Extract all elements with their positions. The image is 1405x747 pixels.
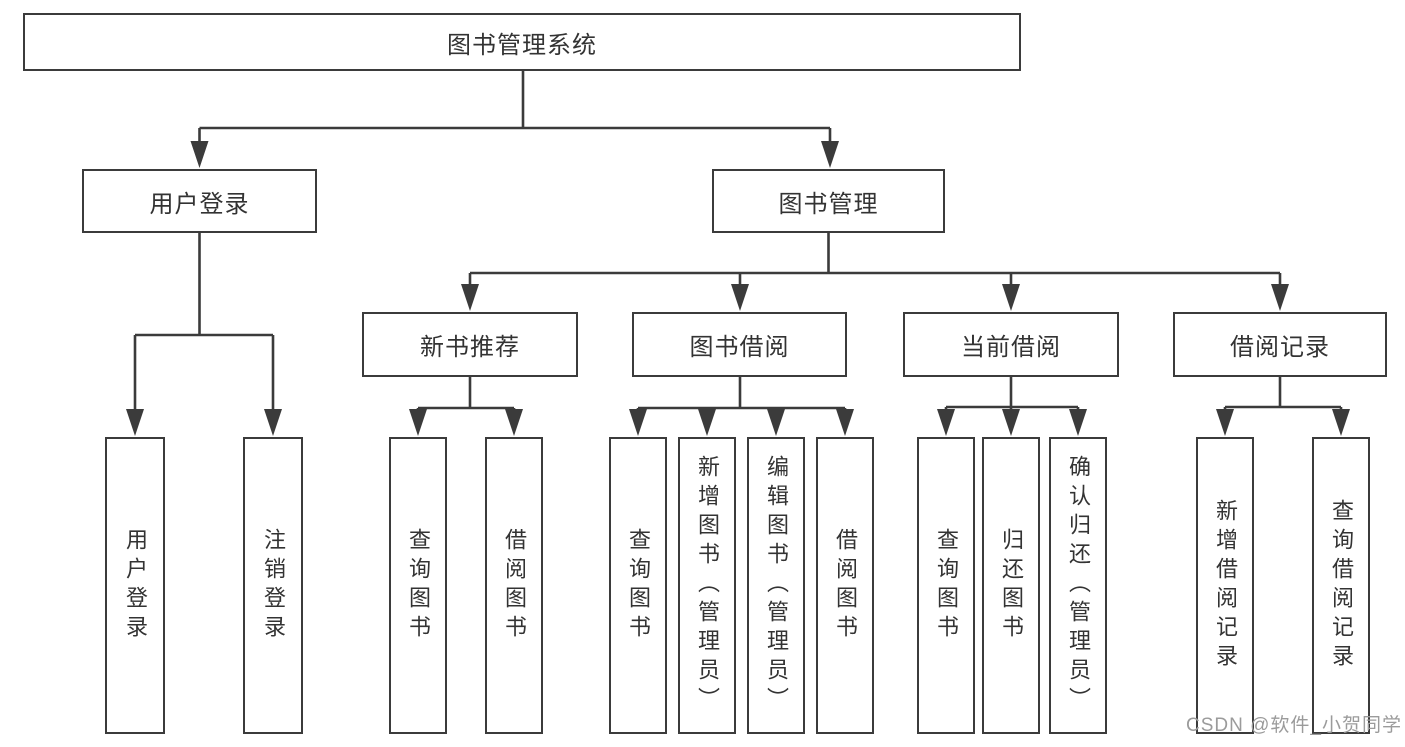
leaf-query-books-borrow-label: 查询图书 xyxy=(626,527,651,644)
leaf-add-borrow-record: 新增借阅记录 xyxy=(1196,437,1254,734)
watermark: CSDN @软件_小贺同学 xyxy=(1186,715,1402,736)
leaf-add-borrow-record-label: 新增借阅记录 xyxy=(1213,498,1238,673)
leaf-query-books-borrow: 查询图书 xyxy=(609,437,667,734)
node-borrow-records: 借阅记录 xyxy=(1173,312,1387,377)
node-borrow-records-label: 借阅记录 xyxy=(1230,334,1330,361)
leaf-confirm-return-admin: 确认归还（管理员） xyxy=(1049,437,1107,734)
leaf-return-books-label: 归还图书 xyxy=(999,527,1024,644)
leaf-user-login: 用户登录 xyxy=(105,437,165,734)
leaf-add-books-admin: 新增图书（管理员） xyxy=(678,437,736,734)
leaf-query-borrow-record: 查询借阅记录 xyxy=(1312,437,1370,734)
leaf-confirm-return-admin-label: 确认归还（管理员） xyxy=(1066,455,1091,716)
leaf-borrow-books-label: 借阅图书 xyxy=(833,527,858,644)
leaf-logout: 注销登录 xyxy=(243,437,303,734)
leaf-query-books-current-label: 查询图书 xyxy=(934,527,959,644)
node-user-login-label: 用户登录 xyxy=(149,190,250,218)
leaf-add-books-admin-label: 新增图书（管理员） xyxy=(695,455,720,716)
leaf-edit-books-admin-label: 编辑图书（管理员） xyxy=(764,455,789,716)
leaf-query-books-recommend: 查询图书 xyxy=(389,437,447,734)
node-user-login: 用户登录 xyxy=(82,169,317,233)
leaf-borrow-books-recommend-label: 借阅图书 xyxy=(502,527,527,644)
node-new-book-recommend-label: 新书推荐 xyxy=(420,334,520,361)
node-current-borrow: 当前借阅 xyxy=(903,312,1119,377)
leaf-query-borrow-record-label: 查询借阅记录 xyxy=(1329,498,1354,673)
node-book-borrow-label: 图书借阅 xyxy=(689,334,790,361)
arrowheads xyxy=(126,141,1350,436)
leaf-return-books: 归还图书 xyxy=(982,437,1040,734)
node-root-label: 图书管理系统 xyxy=(447,31,597,59)
leaf-query-books-recommend-label: 查询图书 xyxy=(406,527,431,644)
leaf-edit-books-admin: 编辑图书（管理员） xyxy=(747,437,805,734)
node-book-borrow: 图书借阅 xyxy=(632,312,847,377)
node-current-borrow-label: 当前借阅 xyxy=(961,334,1061,361)
leaf-logout-label: 注销登录 xyxy=(261,527,286,644)
node-new-book-recommend: 新书推荐 xyxy=(362,312,578,377)
node-book-management-label: 图书管理 xyxy=(778,190,879,218)
leaf-borrow-books-recommend: 借阅图书 xyxy=(485,437,543,734)
node-book-management: 图书管理 xyxy=(712,169,945,233)
leaf-query-books-current: 查询图书 xyxy=(917,437,975,734)
leaf-user-login-label: 用户登录 xyxy=(123,527,148,644)
leaf-borrow-books: 借阅图书 xyxy=(816,437,874,734)
node-root: 图书管理系统 xyxy=(23,13,1021,71)
